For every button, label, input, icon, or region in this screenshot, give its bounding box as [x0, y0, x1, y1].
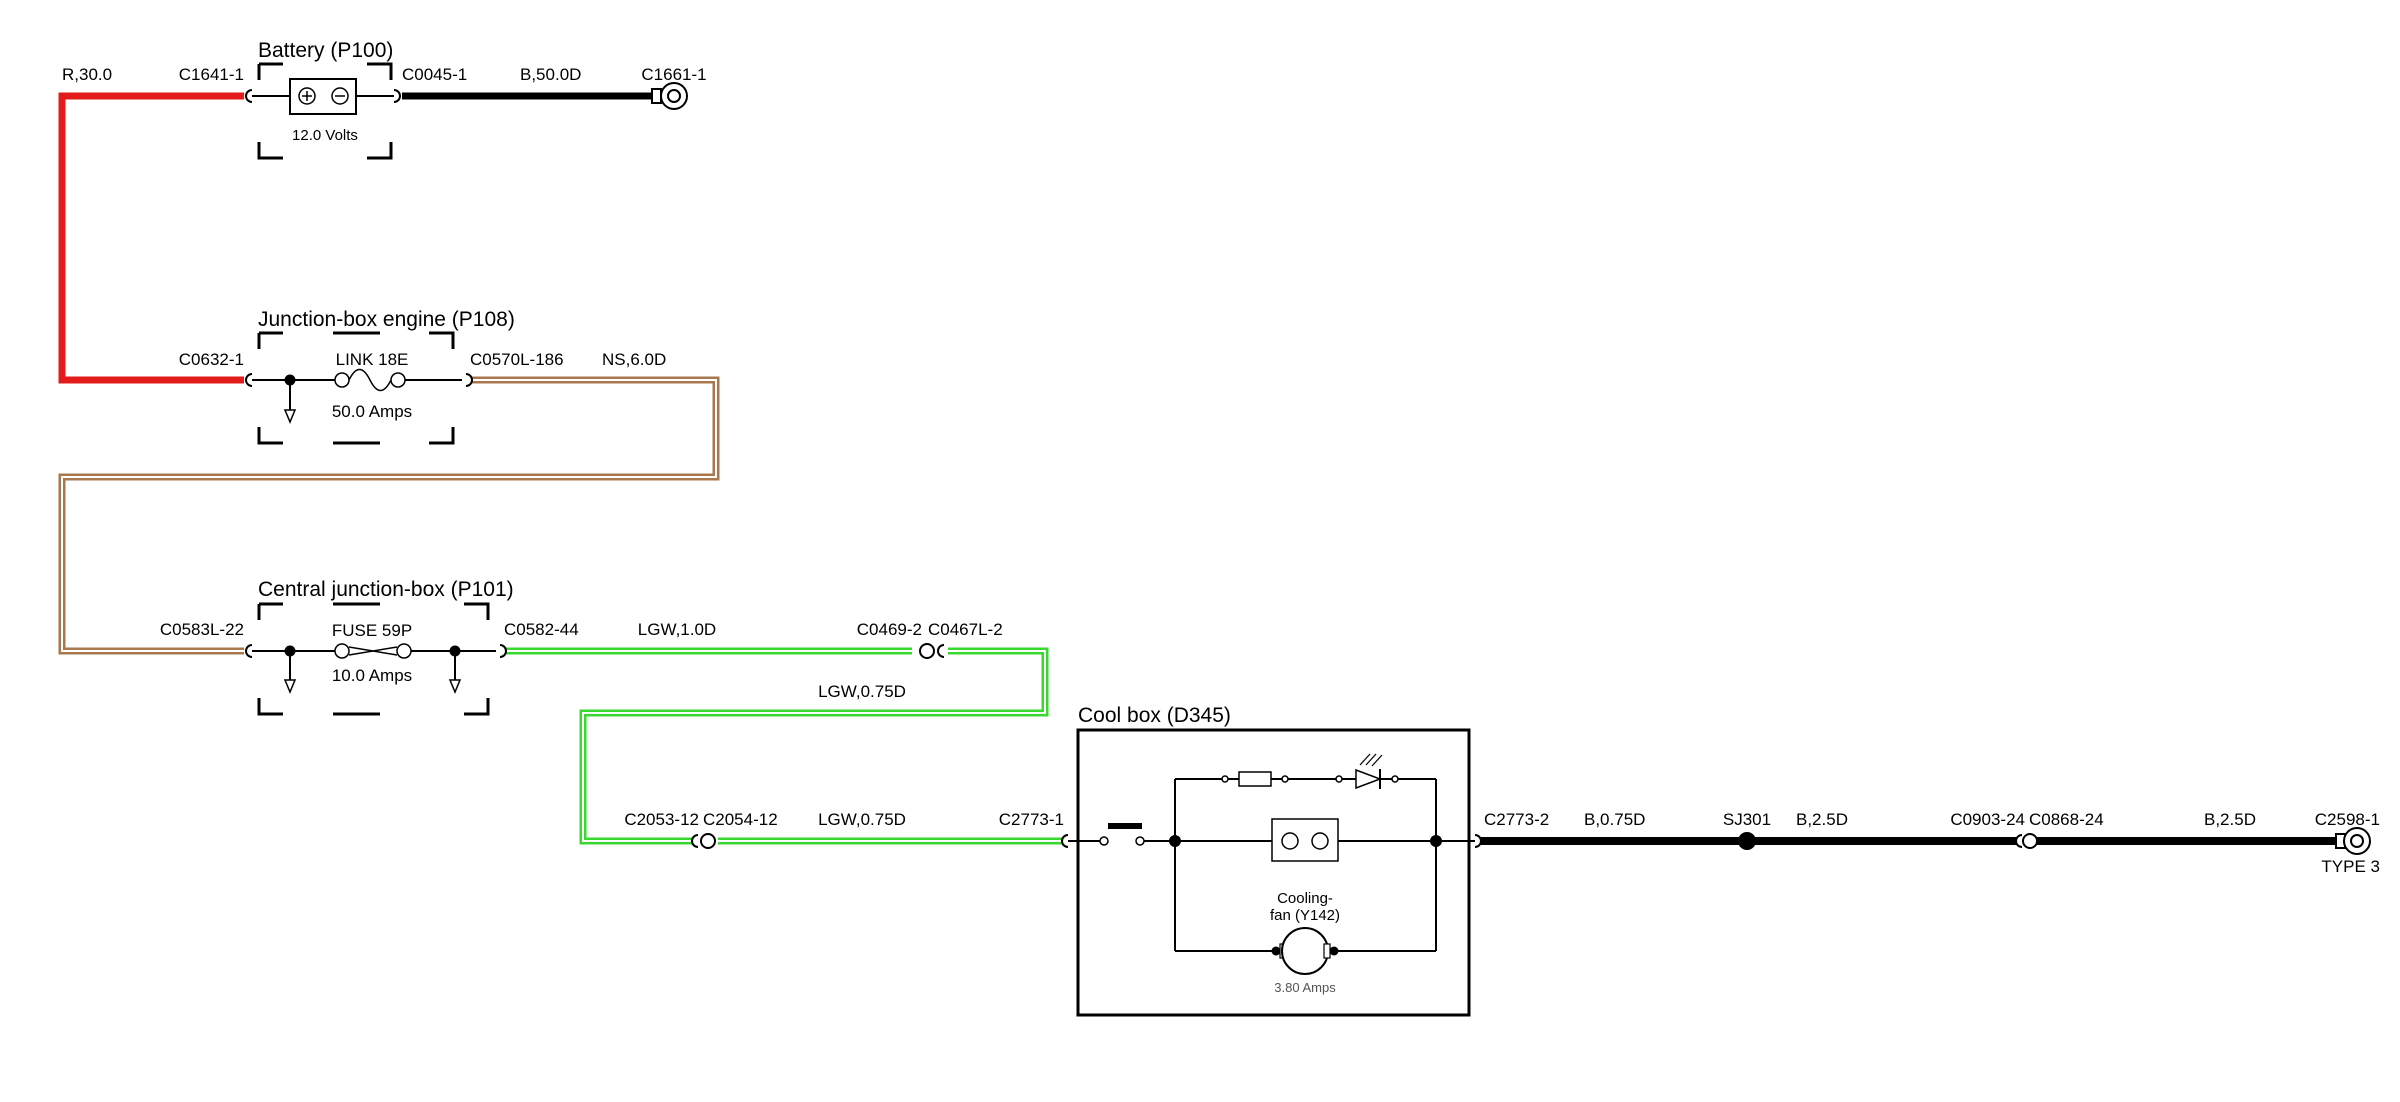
connector-c0868-icon [2022, 833, 2038, 849]
wire-label-lgw075: LGW,0.75D [818, 810, 906, 829]
junction-engine-fuse: LINK 18E [336, 350, 409, 369]
connector-c0570-icon [465, 373, 473, 387]
central-junction-box: Central junction-box (P101) FUSE 59P 10.… [248, 578, 514, 716]
connector-label-c0469: C0469-2 [857, 620, 922, 639]
wire-label-b25-a: B,2.5D [1796, 810, 1848, 829]
connector-c2053-icon [691, 834, 699, 848]
connector-label-c0583: C0583L-22 [160, 620, 244, 639]
junction-engine-title: Junction-box engine (P108) [258, 308, 515, 331]
cool-box: Cool box (D345) Cooling- fan (Y142) 3.80… [1064, 704, 1478, 1017]
central-junction-fuse: FUSE 59P [332, 621, 412, 640]
cooling-fan-label-2: fan (Y142) [1270, 907, 1340, 924]
connector-c1641-icon [245, 89, 253, 103]
cooling-fan-rating: 3.80 Amps [1274, 980, 1336, 995]
connector-label-c0045: C0045-1 [402, 65, 467, 84]
splice-sj301-icon [1738, 832, 1756, 850]
junction-engine-rating: 50.0 Amps [332, 402, 412, 421]
connector-c2054-icon [700, 833, 716, 849]
ground-terminal-icon [651, 82, 688, 110]
connector-label-c1661: C1661-1 [641, 65, 706, 84]
battery-title: Battery (P100) [258, 39, 393, 62]
wire-label-ns6: NS,6.0D [602, 350, 666, 369]
central-junction-rating: 10.0 Amps [332, 666, 412, 685]
connector-c0903-icon [2015, 834, 2023, 848]
splice-label-sj301: SJ301 [1723, 810, 1771, 829]
junction-box-engine: Junction-box engine (P108) LINK 18E 50.0… [248, 308, 515, 445]
wire-r30 [58, 92, 244, 384]
connector-c0045-icon [393, 89, 401, 103]
wire-label-b50: B,50.0D [520, 65, 581, 84]
connector-label-c2598: C2598-1 [2315, 810, 2380, 829]
connector-label-c1641: C1641-1 [179, 65, 244, 84]
connector-type-label: TYPE 3 [2321, 857, 2380, 876]
connector-label-c0868: C0868-24 [2029, 810, 2104, 829]
connector-c2773-1-icon [1061, 834, 1069, 848]
labels: R,30.0 C1641-1 C0045-1 B,50.0D C1661-1 C… [62, 65, 2380, 876]
wire-label-b25-b: B,2.5D [2204, 810, 2256, 829]
connector-c0583-icon [245, 644, 253, 658]
connector-label-c2054: C2054-12 [703, 810, 778, 829]
central-junction-title: Central junction-box (P101) [258, 578, 514, 601]
wire-label-r30: R,30.0 [62, 65, 112, 84]
end-terminal-icon [2335, 827, 2371, 855]
connector-symbols [245, 89, 2038, 849]
connector-label-c0570: C0570L-186 [470, 350, 564, 369]
connector-c0467-icon [937, 644, 945, 658]
connector-label-c2773-1: C2773-1 [999, 810, 1064, 829]
connector-c0469-icon [919, 643, 935, 659]
wire-label-b075: B,0.75D [1584, 810, 1645, 829]
cool-box-title: Cool box (D345) [1078, 704, 1231, 727]
wire-label-lgw1: LGW,1.0D [638, 620, 716, 639]
connector-label-c2053: C2053-12 [624, 810, 699, 829]
wire-label-lgw075-loop: LGW,0.75D [818, 682, 906, 701]
connector-label-c0467: C0467L-2 [928, 620, 1003, 639]
connector-label-c0582: C0582-44 [504, 620, 579, 639]
battery: ⊕ ⊖ Battery (P100) 12.0 Volts [248, 39, 398, 160]
connector-label-c2773-2: C2773-2 [1484, 810, 1549, 829]
cooling-fan-label-1: Cooling- [1277, 890, 1333, 907]
connector-c0632-icon [245, 373, 253, 387]
connector-c0582-icon [499, 644, 507, 658]
connector-c2773-2-icon [1474, 834, 1482, 848]
connector-label-c0903: C0903-24 [1950, 810, 2025, 829]
connector-label-c0632: C0632-1 [179, 350, 244, 369]
battery-voltage: 12.0 Volts [292, 127, 358, 144]
